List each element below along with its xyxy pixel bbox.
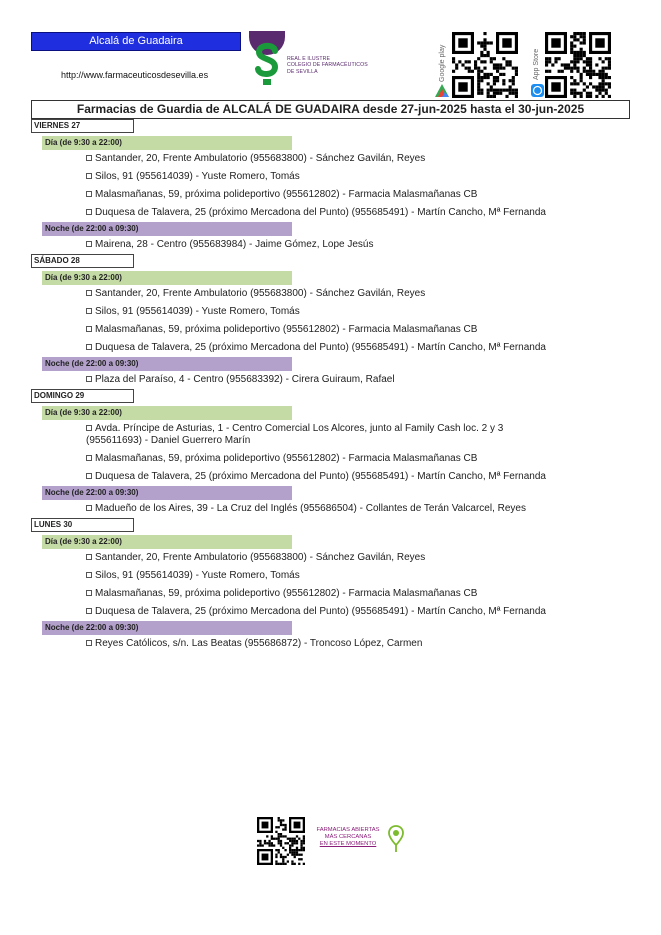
night-shift-header: Noche (de 22:00 a 09:30) [42,222,292,236]
pharmacy-entry: Reyes Católicos, s/n. Las Beatas (955686… [86,635,546,650]
night-shift-header: Noche (de 22:00 a 09:30) [42,621,292,635]
pharmacy-entry-text: Silos, 91 (955614039) - Yuste Romero, To… [95,570,300,581]
checkbox-square-icon [86,191,92,197]
college-name-line-1: Real e Ilustre [287,56,331,62]
google-play-icon [435,84,449,97]
pharmacy-entry: Malasmañanas, 59, próxima polideportivo … [86,585,546,600]
pharmacy-entry-text: Malasmañanas, 59, próxima polideportivo … [95,189,478,200]
college-logo-icon [249,31,285,85]
nearest-pharmacies-line-3: en este momento [319,841,377,847]
pharmacy-entry: Silos, 91 (955614039) - Yuste Romero, To… [86,567,546,582]
day-header: VIERNES 27 [31,119,134,133]
pharmacy-entry: Duquesa de Talavera, 25 (próximo Mercado… [86,204,546,219]
checkbox-square-icon [86,455,92,461]
pharmacy-entry-text: Mairena, 28 - Centro (955683984) - Jaime… [95,239,374,250]
checkbox-square-icon [86,572,92,578]
checkbox-square-icon [86,640,92,646]
pharmacy-entry: Mairena, 28 - Centro (955683984) - Jaime… [86,236,546,251]
pharmacy-entry: Duquesa de Talavera, 25 (próximo Mercado… [86,339,546,354]
app-store-icon [531,84,544,97]
checkbox-square-icon [86,173,92,179]
checkbox-square-icon [86,241,92,247]
checkbox-square-icon [86,473,92,479]
day-header: DOMINGO 29 [31,389,134,403]
pharmacy-entry-text: Plaza del Paraíso, 4 - Centro (955683392… [95,374,395,385]
night-shift-header: Noche (de 22:00 a 09:30) [42,357,292,371]
google-play-qr-icon [452,32,518,98]
checkbox-square-icon [86,376,92,382]
google-play-label: Google play [439,44,446,82]
checkbox-square-icon [86,554,92,560]
pharmacy-entry: Avda. Príncipe de Asturias, 1 - Centro C… [86,420,546,447]
pharmacy-entry: Silos, 91 (955614039) - Yuste Romero, To… [86,168,546,183]
checkbox-square-icon [86,209,92,215]
footer-qr-icon [257,817,305,865]
pharmacy-entry-text: Duquesa de Talavera, 25 (próximo Mercado… [95,471,546,482]
nearest-pharmacies-banner[interactable]: Farmacias abiertas más cercanas en este … [257,817,417,865]
pharmacy-entry: Madueño de los Aires, 39 - La Cruz del I… [86,500,546,515]
map-pin-icon [388,825,404,852]
pharmacy-entry-text: Madueño de los Aires, 39 - La Cruz del I… [95,503,526,514]
pharmacy-entry-text: Malasmañanas, 59, próxima polideportivo … [95,453,478,464]
college-name-line-3: de Sevilla [287,68,318,75]
pharmacy-entry: Malasmañanas, 59, próxima polideportivo … [86,186,546,201]
checkbox-square-icon [86,505,92,511]
day-header: SÁBADO 28 [31,254,134,268]
checkbox-square-icon [86,290,92,296]
checkbox-square-icon [86,590,92,596]
website-link[interactable]: http://www.farmaceuticosdesevilla.es [61,70,209,80]
pharmacy-entry: Silos, 91 (955614039) - Yuste Romero, To… [86,303,546,318]
checkbox-square-icon [86,608,92,614]
nearest-pharmacies-text: Farmacias abiertas más cercanas en este … [313,827,383,848]
day-shift-header: Día (de 9:30 a 22:00) [42,406,292,420]
pharmacy-entry-text: Malasmañanas, 59, próxima polideportivo … [95,588,478,599]
app-store-block[interactable]: App Store [530,32,614,98]
college-name: Real e Ilustre Colegio de Farmacéuticos … [287,56,368,75]
pharmacy-entry: Malasmañanas, 59, próxima polideportivo … [86,450,546,465]
pharmacy-entry-text: Duquesa de Talavera, 25 (próximo Mercado… [95,342,546,353]
app-store-qr-icon [545,32,611,98]
pharmacy-entry-text: Avda. Príncipe de Asturias, 1 - Centro C… [86,423,504,446]
nearest-pharmacies-line-2: más cercanas [324,834,372,840]
pharmacy-entry-text: Malasmañanas, 59, próxima polideportivo … [95,324,478,335]
day-shift-header: Día (de 9:30 a 22:00) [42,136,292,150]
pharmacy-entry: Plaza del Paraíso, 4 - Centro (955683392… [86,371,546,386]
pharmacy-entry-text: Silos, 91 (955614039) - Yuste Romero, To… [95,306,300,317]
app-store-label: App Store [533,48,540,80]
pharmacy-entry: Duquesa de Talavera, 25 (próximo Mercado… [86,603,546,618]
pharmacy-entry: Santander, 20, Frente Ambulatorio (95568… [86,150,546,165]
pharmacy-entry-text: Santander, 20, Frente Ambulatorio (95568… [95,552,426,563]
day-header: LUNES 30 [31,518,134,532]
pharmacy-entry-text: Santander, 20, Frente Ambulatorio (95568… [95,288,426,299]
pharmacy-entry: Malasmañanas, 59, próxima polideportivo … [86,321,546,336]
pharmacy-entry-text: Reyes Católicos, s/n. Las Beatas (955686… [95,638,423,649]
page-title: Farmacias de Guardia de ALCALÁ DE GUADAI… [31,100,630,119]
pharmacy-entry-text: Santander, 20, Frente Ambulatorio (95568… [95,153,426,164]
pharmacy-entry: Santander, 20, Frente Ambulatorio (95568… [86,285,546,300]
checkbox-square-icon [86,425,92,431]
day-shift-header: Día (de 9:30 a 22:00) [42,535,292,549]
duty-schedule: VIERNES 27 Día (de 9:30 a 22:00) Santander… [31,119,630,653]
nearest-pharmacies-line-1: Farmacias abiertas [316,827,380,833]
pharmacy-entry-text: Duquesa de Talavera, 25 (próximo Mercado… [95,207,546,218]
town-label: Alcalá de Guadaira [31,32,241,51]
checkbox-square-icon [86,155,92,161]
checkbox-square-icon [86,326,92,332]
pharmacy-entry: Santander, 20, Frente Ambulatorio (95568… [86,549,546,564]
pharmacy-entry: Duquesa de Talavera, 25 (próximo Mercado… [86,468,546,483]
pharmacy-entry-text: Silos, 91 (955614039) - Yuste Romero, To… [95,171,300,182]
college-name-line-2: Colegio de Farmacéuticos [287,62,368,69]
google-play-block[interactable]: Google play [434,32,518,98]
night-shift-header: Noche (de 22:00 a 09:30) [42,486,292,500]
pharmacy-entry-text: Duquesa de Talavera, 25 (próximo Mercado… [95,606,546,617]
day-shift-header: Día (de 9:30 a 22:00) [42,271,292,285]
checkbox-square-icon [86,344,92,350]
checkbox-square-icon [86,308,92,314]
